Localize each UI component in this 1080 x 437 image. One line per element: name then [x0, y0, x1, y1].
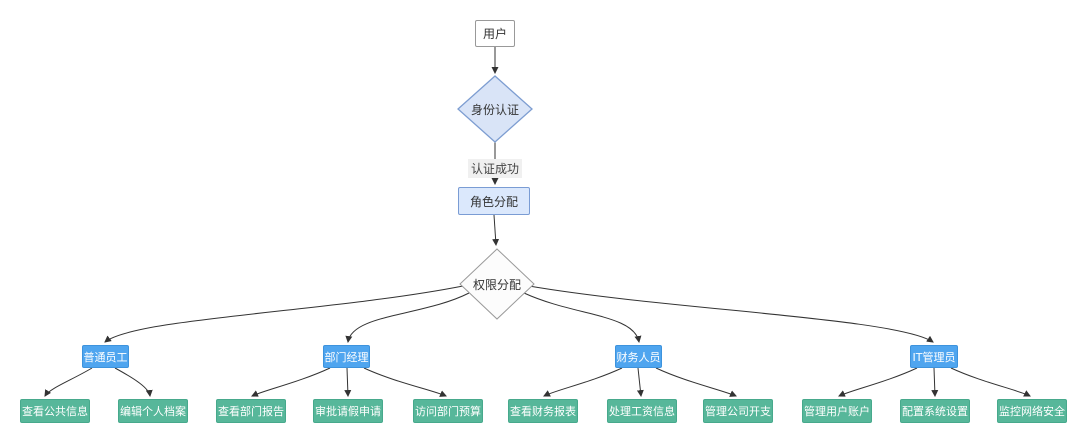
edge-finance-to-leaf-0 — [543, 367, 623, 397]
perm-node-view-public-info: 查看公共信息 — [20, 399, 90, 423]
edge-manager-to-leaf-0 — [251, 367, 331, 397]
edge-itadmin-to-leaf-0 — [838, 367, 918, 397]
perm-node-process-payroll-info: 处理工资信息 — [607, 399, 677, 423]
node-role-assign: 角色分配 — [458, 187, 530, 215]
edge-manager-to-leaf-1 — [344, 367, 352, 398]
edge-role-assign-to-perm — [492, 214, 500, 247]
role-node-regular-employee: 普通员工 — [82, 345, 129, 368]
perm-node-approve-leave-requests: 审批请假申请 — [313, 399, 383, 423]
edge-perm-to-employee — [104, 285, 464, 343]
edge-manager-to-leaf-2 — [363, 367, 447, 397]
edge-finance-to-leaf-2 — [655, 367, 737, 397]
edge-perm-to-finance — [523, 292, 642, 344]
decision-permission-assign-shape — [459, 248, 535, 320]
edge-label-auth-success: 认证成功 — [467, 159, 523, 178]
node-user: 用户 — [475, 20, 515, 47]
perm-node-view-financial-statements: 查看财务报表 — [508, 399, 578, 423]
perm-node-configure-system-settings: 配置系统设置 — [900, 399, 970, 423]
perm-node-edit-personal-profile: 编辑个人档案 — [118, 399, 188, 423]
edge-itadmin-to-leaf-2 — [950, 367, 1031, 397]
decision-identity-auth-shape — [457, 75, 533, 143]
role-node-it-admin: IT管理员 — [910, 345, 958, 368]
edge-perm-to-itadmin — [528, 285, 934, 343]
perm-node-manage-user-accounts: 管理用户账户 — [802, 399, 872, 423]
perm-node-access-dept-budget: 访问部门预算 — [413, 399, 483, 423]
edge-employee-to-leaf-0 — [44, 367, 93, 397]
edge-perm-to-manager — [345, 292, 470, 344]
perm-node-view-dept-reports: 查看部门报告 — [216, 399, 286, 423]
edge-finance-to-leaf-1 — [636, 367, 644, 398]
edge-itadmin-to-leaf-1 — [931, 367, 939, 398]
perm-node-manage-company-expenses: 管理公司开支 — [703, 399, 773, 423]
role-node-finance-staff: 财务人员 — [615, 345, 662, 368]
perm-node-monitor-network-security: 监控网络安全 — [997, 399, 1067, 423]
edge-employee-to-leaf-1 — [114, 367, 153, 398]
role-node-department-manager: 部门经理 — [323, 345, 370, 368]
